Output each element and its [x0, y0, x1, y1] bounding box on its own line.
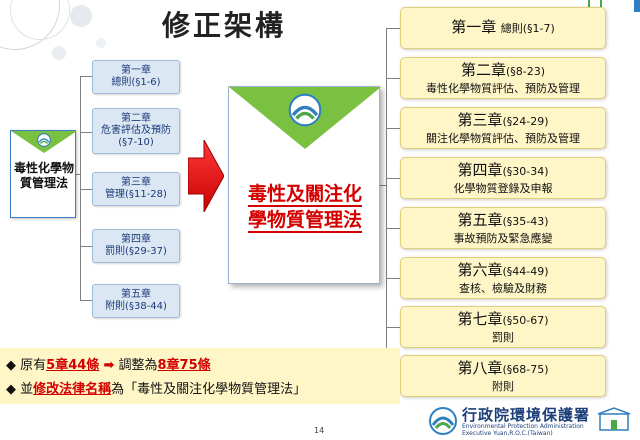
new-law-name-line1: 毒性及關注化 [247, 183, 362, 207]
agency-name-en: Environmental Protection Administration [462, 423, 584, 430]
note-text: 並 [20, 382, 34, 397]
connector-line [386, 327, 400, 328]
decor-circle [70, 5, 92, 27]
connector-line [386, 28, 400, 29]
chapter-range: (§30-34) [502, 165, 549, 178]
old-chapter-4: 第四章 罰則(§29-37) [92, 229, 180, 263]
note-text: 原有 [20, 358, 47, 373]
chapter-subtitle: 事故預防及緊急應變 [453, 232, 553, 245]
connector-line [80, 246, 92, 247]
chapter-subtitle: 毒性化學物質評估、預防及管理 [426, 82, 580, 95]
connector-line [76, 174, 80, 175]
chapter-subtitle: 關注化學物質評估、預防及管理 [426, 132, 580, 145]
note-emphasis: 8章75條 [157, 358, 211, 373]
chapter-title: 第七章 [457, 310, 503, 328]
chapter-range: (§68-75) [502, 363, 549, 376]
chapter-subtitle: 查核、檢驗及財務 [459, 282, 547, 295]
chapter-range: (§8-23) [505, 65, 546, 78]
chapter-subtitle: 管理(§11-28) [105, 189, 167, 200]
new-chapter-3: 第三章(§24-29) 關注化學物質評估、預防及管理 [400, 107, 606, 149]
epa-logo-icon [288, 93, 322, 127]
note-text: 為「毒性及關注化學物質管理法」 [111, 382, 307, 397]
new-law-box: 毒性及關注化 學物質管理法 [228, 86, 381, 284]
connector-line [386, 228, 400, 229]
connector-line [386, 128, 400, 129]
connector-line [80, 132, 92, 133]
chapter-title: 第八章 [457, 359, 503, 377]
epa-emblem-icon [429, 407, 457, 435]
epa-logo-icon [37, 133, 51, 147]
chapter-range: (§24-29) [502, 115, 549, 128]
decor-circle [52, 46, 66, 60]
page-number: 14 [314, 426, 325, 435]
note-emphasis: 修改法律名稱 [33, 382, 112, 397]
chapter-title: 第四章 [457, 161, 503, 179]
chapter-subtitle: 附則 [492, 380, 514, 393]
chapter-title: 第六章 [457, 261, 503, 279]
building-icon [596, 406, 632, 434]
note-emphasis: 5章44條 [46, 358, 100, 373]
connector-line [386, 178, 400, 179]
chapter-subtitle: 總則(§1-6) [111, 77, 161, 88]
agency-logo: 行政院環境保護署 Environmental Protection Admini… [428, 404, 638, 438]
chapter-title: 第四章 [121, 234, 151, 245]
connector-line [80, 76, 81, 300]
bullet-icon: ◆ [6, 382, 16, 397]
connector-line [380, 185, 386, 186]
chapter-title: 第五章 [121, 289, 151, 300]
chapter-title: 第一章 [121, 65, 151, 76]
chapter-subtitle: 罰則 [492, 331, 514, 344]
new-chapter-2: 第二章(§8-23) 毒性化學物質評估、預防及管理 [400, 57, 606, 99]
chapter-range: 總則(§1-7) [500, 22, 555, 35]
bullet-icon: ◆ [6, 358, 16, 373]
old-chapter-5: 第五章 附則(§38-44) [92, 284, 180, 318]
connector-line [386, 278, 400, 279]
agency-name-en-sub: Executive Yuan,R.O.C.(Taiwan) [462, 430, 553, 437]
chapter-subtitle: 附則(§38-44) [105, 301, 167, 312]
old-law-box: 毒性化學物質管理法 [10, 130, 77, 218]
agency-name-zh: 行政院環境保護署 [462, 406, 591, 424]
new-chapter-4: 第四章(§30-34) 化學物質登錄及申報 [400, 157, 606, 199]
chapter-title: 第一章 [451, 18, 497, 36]
notes-panel: ◆ 原有5章44條 ➡ 調整為8章75條 ◆ 並修改法律名稱為「毒性及關注化學物… [0, 348, 400, 404]
slide-title: 修正架構 [162, 9, 287, 42]
old-law-name: 毒性化學物質管理法 [13, 161, 74, 190]
chapter-range: (§50-67) [502, 314, 549, 327]
note-text: 調整為 [118, 358, 158, 373]
new-chapter-7: 第七章(§50-67) 罰則 [400, 306, 606, 348]
chapter-title: 第二章 [460, 61, 506, 79]
new-chapter-8: 第八章(§68-75) 附則 [400, 355, 606, 397]
decor-bar [634, 0, 640, 12]
note-line-1: ◆ 原有5章44條 ➡ 調整為8章75條 [6, 354, 211, 373]
new-law-name: 毒性及關注化 學物質管理法 [233, 181, 377, 233]
new-chapter-6: 第六章(§44-49) 查核、檢驗及財務 [400, 257, 606, 299]
connector-line [386, 78, 400, 79]
chapter-subtitle: 化學物質登錄及申報 [453, 182, 553, 195]
chapter-title: 第二章 [121, 113, 151, 124]
old-chapter-3: 第三章 管理(§11-28) [92, 172, 180, 206]
arrow-icon: ➡ [103, 358, 115, 373]
old-chapter-1: 第一章 總則(§1-6) [92, 60, 180, 94]
chapter-title: 第三章 [121, 177, 151, 188]
chapter-range: (§44-49) [502, 265, 549, 278]
new-law-name-line2: 學物質管理法 [247, 209, 362, 233]
decor-circle [96, 38, 106, 48]
connector-line [80, 76, 92, 77]
chapter-title: 第三章 [457, 111, 503, 129]
connector-line [80, 300, 92, 301]
chapter-title: 第五章 [457, 211, 503, 229]
chapter-range: (§7-10) [118, 137, 154, 148]
chapter-subtitle: 罰則(§29-37) [105, 246, 167, 257]
new-chapter-5: 第五章(§35-43) 事故預防及緊急應變 [400, 207, 606, 249]
note-line-2: ◆ 並修改法律名稱為「毒性及關注化學物質管理法」 [6, 378, 306, 397]
connector-line [80, 189, 92, 190]
new-chapter-1: 第一章 總則(§1-7) [400, 7, 606, 49]
red-arrow-icon [188, 140, 224, 212]
chapter-subtitle: 危害評估及預防 [101, 125, 171, 136]
connector-line [386, 28, 387, 377]
old-chapter-2: 第二章 危害評估及預防 (§7-10) [92, 108, 180, 154]
chapter-range: (§35-43) [502, 215, 549, 228]
